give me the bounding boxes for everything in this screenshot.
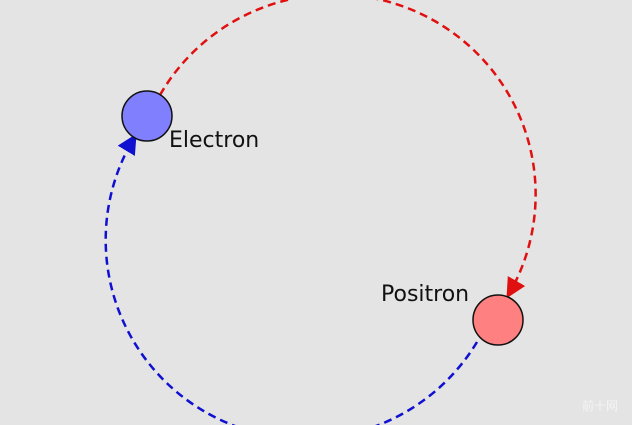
watermark: 前十网 (582, 399, 619, 413)
electron-label: Electron (169, 128, 260, 153)
electron-circle (121, 90, 173, 142)
blue-arc-arrow (104, 133, 479, 425)
red-arc-arrow (158, 0, 537, 299)
positron-circle (472, 294, 524, 346)
positron-label: Positron (381, 282, 470, 307)
